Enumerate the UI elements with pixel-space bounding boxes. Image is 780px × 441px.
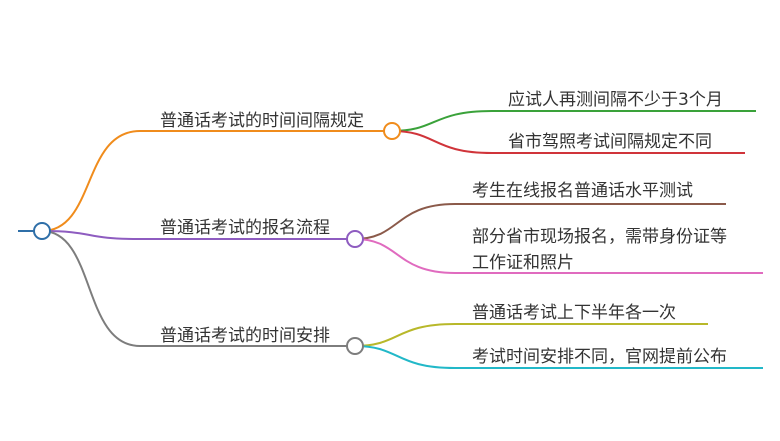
leaf-connector <box>354 323 708 347</box>
leaf-label: 工作证和照片 <box>472 253 574 273</box>
leaf-connector <box>391 130 745 154</box>
leaf-connector <box>354 203 726 240</box>
leaf-label: 考试时间安排不同，官网提前公布 <box>472 347 727 367</box>
branch-connector <box>41 130 392 232</box>
leaf-label: 应试人再测间隔不少于3个月 <box>508 90 723 110</box>
branch-node[interactable] <box>346 230 364 248</box>
branch-node[interactable] <box>383 122 401 140</box>
root-node[interactable] <box>33 222 51 240</box>
leaf-connector <box>391 110 756 132</box>
branch-node[interactable] <box>346 337 364 355</box>
branch-connector <box>41 230 355 240</box>
leaf-label: 考生在线报名普通话水平测试 <box>472 181 693 201</box>
leaf-label: 部分省市现场报名，需带身份证等 <box>472 227 727 247</box>
leaf-connector <box>354 345 763 369</box>
branch-label: 普通话考试的时间间隔规定 <box>160 111 364 131</box>
leaf-label: 普通话考试上下半年各一次 <box>472 303 676 323</box>
leaf-label: 省市驾照考试间隔规定不同 <box>508 132 712 152</box>
branch-label: 普通话考试的报名流程 <box>160 218 330 238</box>
branch-label: 普通话考试的时间安排 <box>160 326 330 346</box>
leaf-connector <box>354 238 763 274</box>
branch-connector <box>41 230 355 347</box>
